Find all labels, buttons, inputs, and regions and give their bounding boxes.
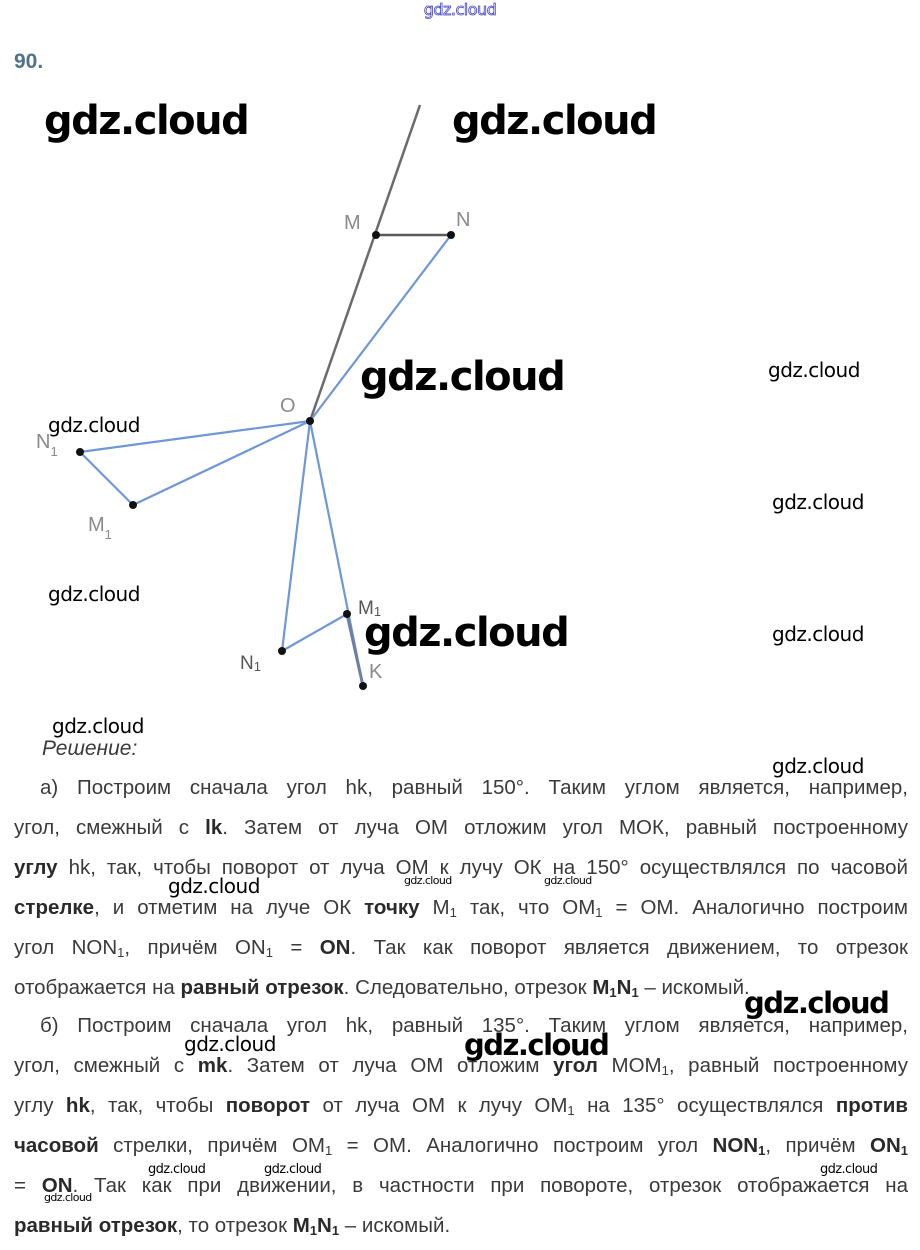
watermark: gdz.cloud xyxy=(820,1162,878,1177)
watermark: gdz.cloud xyxy=(360,354,566,400)
label-k: K xyxy=(369,661,383,683)
segment-om1-left xyxy=(132,420,311,506)
point-o xyxy=(306,417,314,425)
watermark: gdz.cloud xyxy=(264,1162,322,1177)
watermark: gdz.cloud xyxy=(464,1028,610,1062)
segment-m1k xyxy=(345,613,365,687)
watermark: gdz.cloud xyxy=(744,986,890,1020)
point-n1-bottom xyxy=(278,647,286,655)
text-line: стрелке, и отметим на луче ОК точку М1 т… xyxy=(14,896,908,920)
ray-om xyxy=(308,104,422,422)
point-n xyxy=(447,231,455,239)
geometry-diagram: M N O N1 M1 M1 N1 K xyxy=(36,104,470,690)
watermark: gdz.cloud xyxy=(44,1191,92,1204)
task-number: 90. xyxy=(14,50,44,73)
text-line: угол NON1, причём ON1 = ON. Так как пово… xyxy=(14,936,908,960)
segment-m1n1-bottom xyxy=(281,613,348,652)
label-n1-left: N1 xyxy=(36,431,58,459)
watermark: gdz.cloud xyxy=(48,582,140,606)
text-line: угол, смежный с mk. Затем от луча ОМ отл… xyxy=(14,1054,908,1078)
watermark: gdz.cloud xyxy=(184,1032,276,1056)
watermark: gdz.cloud xyxy=(772,490,864,514)
text-line: = ON. Так как при движении, в частности … xyxy=(14,1174,909,1197)
solution-part-a: а) Построим сначала угол hk, равный 150°… xyxy=(14,768,908,1008)
text-line: углу hk, так, чтобы поворот от луча ОМ к… xyxy=(14,1094,909,1118)
watermark: gdz.cloud xyxy=(148,1162,206,1177)
watermark: gdz.cloud xyxy=(168,874,260,898)
watermark: gdz.cloud xyxy=(404,874,452,887)
segment-on1-left xyxy=(79,419,311,454)
site-watermark: gdz.cloud xyxy=(423,0,497,19)
watermark: gdz.cloud xyxy=(44,98,250,144)
watermark: gdz.cloud xyxy=(544,874,592,887)
segment-m1n1-left xyxy=(79,451,134,506)
label-n: N xyxy=(456,209,470,231)
segment-on1-bottom xyxy=(280,420,312,652)
watermark: gdz.cloud xyxy=(48,413,140,437)
point-k xyxy=(359,682,367,690)
text-line: а) Построим сначала угол hk, равный 150°… xyxy=(40,776,908,799)
text-line: равный отрезок, то отрезок M1N1 – искомы… xyxy=(14,1214,451,1238)
text-line: отображается на равный отрезок. Следоват… xyxy=(14,976,750,1000)
text-line: угол, смежный с lk. Затем от луча ОМ отл… xyxy=(14,816,908,839)
point-m1-bottom xyxy=(343,610,351,618)
label-m: M xyxy=(344,212,361,234)
label-m1-left: M1 xyxy=(88,514,112,542)
text-line: углу hk, так, чтобы поворот от луча ОМ к… xyxy=(14,856,908,879)
point-n1-left xyxy=(76,448,84,456)
segment-on xyxy=(309,234,452,422)
solution-part-b: б) Построим сначала угол hk, равный 135°… xyxy=(14,1006,908,1246)
text-line: часовой стрелки, причём ОМ1 = ОМ. Аналог… xyxy=(14,1134,908,1158)
text-line: б) Построим сначала угол hk, равный 135°… xyxy=(40,1014,908,1037)
watermark: gdz.cloud xyxy=(768,358,860,382)
watermark: gdz.cloud xyxy=(52,714,144,738)
watermark: gdz.cloud xyxy=(452,98,658,144)
watermark: gdz.cloud xyxy=(364,610,570,656)
solution-title: Решение: xyxy=(42,737,138,760)
label-n1-bottom: N1 xyxy=(240,653,261,674)
watermark: gdz.cloud xyxy=(772,754,864,778)
label-o: O xyxy=(280,395,296,417)
point-m xyxy=(372,231,380,239)
point-m1-left xyxy=(129,501,137,509)
watermark: gdz.cloud xyxy=(772,622,864,646)
label-m1-bottom: M1 xyxy=(358,598,381,619)
